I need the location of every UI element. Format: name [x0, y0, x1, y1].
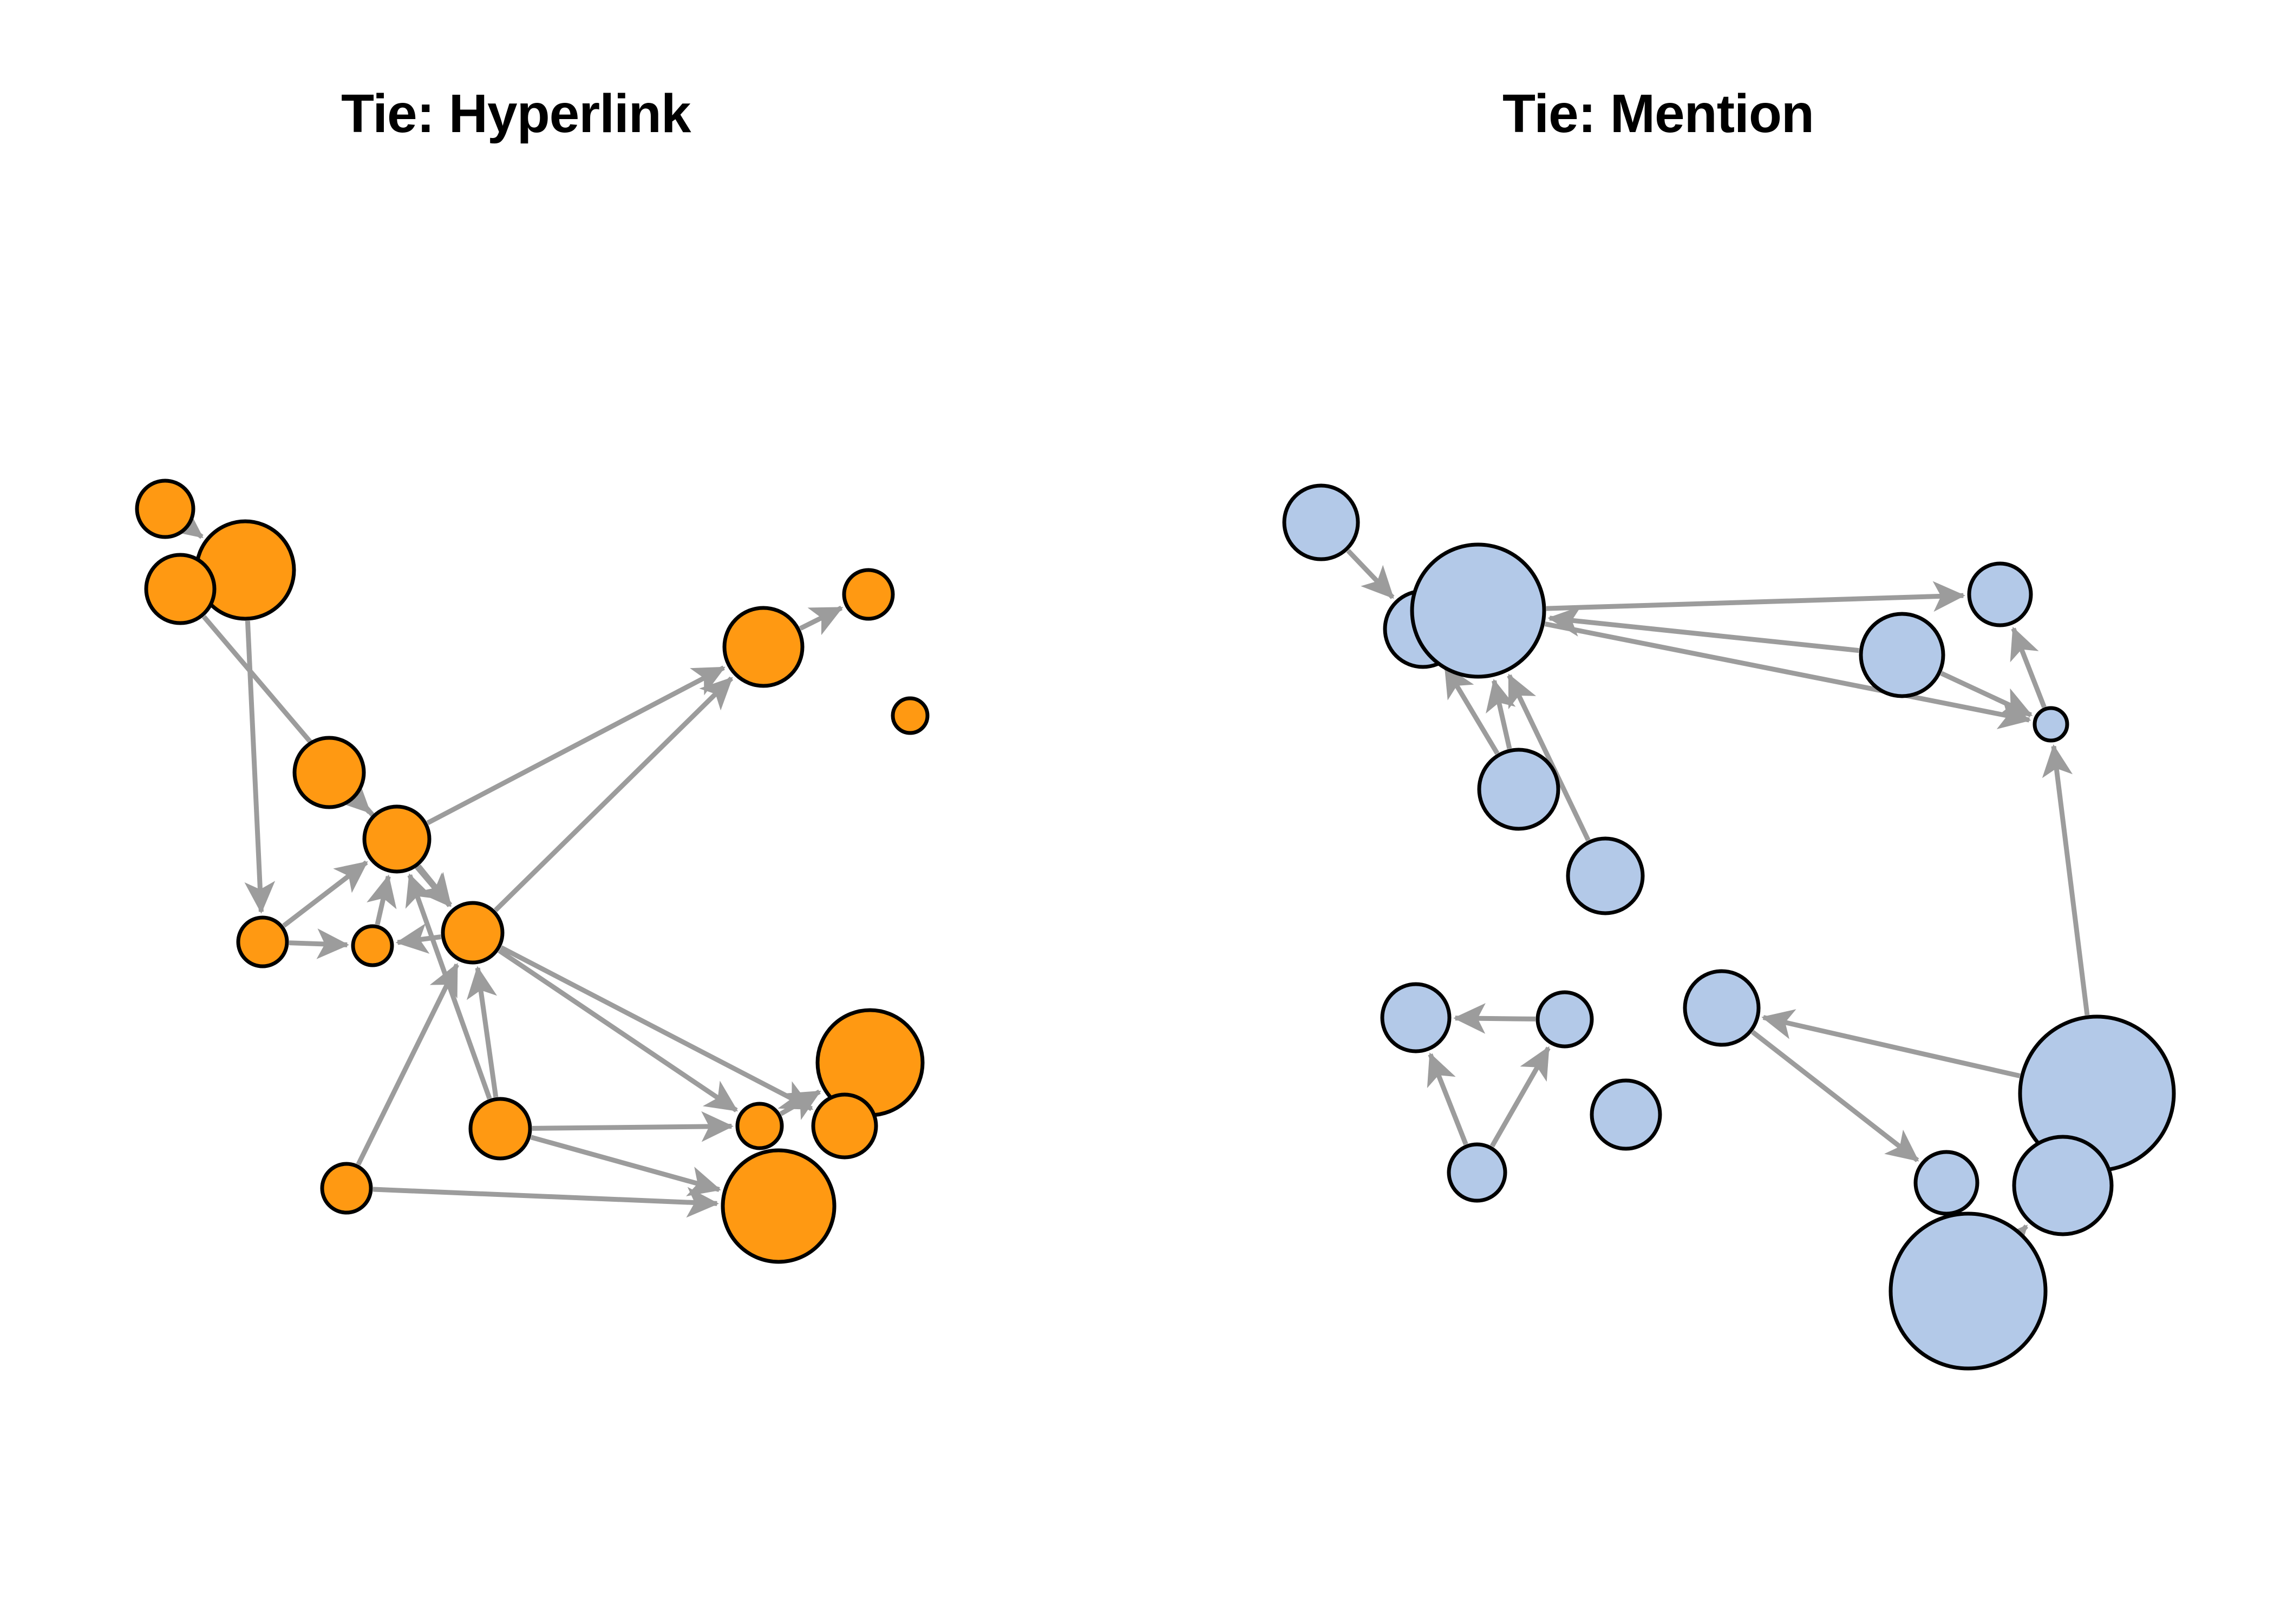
network-node[interactable]	[722, 606, 805, 688]
network-edge	[1544, 621, 2031, 730]
network-edge	[1486, 678, 1516, 749]
network-node[interactable]	[320, 1162, 373, 1215]
network-edge	[1346, 548, 1395, 599]
network-edge	[1940, 671, 2033, 717]
network-node[interactable]	[1380, 982, 1452, 1053]
network-edge	[779, 1089, 821, 1120]
network-edge	[799, 605, 844, 636]
network-edge	[1761, 1009, 2021, 1078]
network-node[interactable]	[811, 1092, 878, 1160]
network-edge	[2042, 744, 2090, 1016]
network-node[interactable]	[735, 1102, 784, 1150]
network-edge	[1443, 665, 1500, 755]
network-node[interactable]	[468, 1097, 532, 1161]
network-node[interactable]	[1590, 1078, 1662, 1151]
network-node[interactable]	[292, 736, 366, 809]
network-node[interactable]	[236, 915, 289, 968]
network-edge	[500, 945, 814, 1111]
network-edge	[282, 860, 368, 928]
network-node[interactable]	[2033, 706, 2069, 743]
network-edge	[289, 928, 349, 959]
panel-title-mention: Tie: Mention	[1502, 83, 1814, 144]
network-node[interactable]	[1967, 561, 2033, 627]
network-edge	[1546, 581, 1965, 612]
network-edge	[373, 1187, 719, 1218]
network-node[interactable]	[441, 901, 505, 965]
panel-title-hyperlink: Tie: Hyperlink	[341, 83, 691, 144]
network-edge	[493, 676, 734, 912]
network-node[interactable]	[1535, 990, 1594, 1049]
network-node[interactable]	[144, 553, 217, 625]
network-node[interactable]	[842, 568, 895, 621]
network-edge	[244, 620, 276, 914]
network-node[interactable]	[362, 804, 432, 874]
network-edge	[1751, 1030, 1919, 1162]
network-edge	[1427, 1052, 1468, 1145]
network-edge	[426, 665, 726, 826]
network-edge	[416, 864, 453, 907]
network-edge	[367, 874, 397, 926]
network-node[interactable]	[1410, 542, 1546, 679]
network-edge	[1547, 606, 1859, 653]
network-edge	[1995, 1224, 2029, 1259]
network-edge	[466, 966, 499, 1098]
network-node[interactable]	[135, 479, 195, 539]
network-node[interactable]	[1477, 748, 1560, 831]
network-edge	[356, 962, 459, 1166]
nodes-group	[135, 479, 2176, 1371]
network-edge	[498, 948, 739, 1112]
network-node[interactable]	[1859, 612, 1945, 698]
network-node[interactable]	[1913, 1150, 1979, 1216]
network-node[interactable]	[1282, 483, 1360, 561]
network-node[interactable]	[1447, 1142, 1507, 1203]
network-edge	[1489, 1046, 1551, 1148]
network-edge	[168, 506, 204, 539]
network-node[interactable]	[351, 924, 394, 967]
network-edge	[337, 780, 371, 814]
network-edge	[532, 1111, 734, 1142]
network-node[interactable]	[721, 1148, 837, 1264]
edges-group	[168, 506, 2090, 1259]
network-edge	[2010, 626, 2047, 708]
network-node[interactable]	[1566, 836, 1645, 915]
network-node[interactable]	[2012, 1135, 2114, 1236]
network-edge	[1453, 1003, 1536, 1034]
network-node[interactable]	[891, 696, 930, 735]
network-edge	[530, 1135, 721, 1196]
network-node[interactable]	[1889, 1212, 2048, 1371]
network-node[interactable]	[1683, 969, 1761, 1047]
network-edge	[1507, 673, 1591, 842]
